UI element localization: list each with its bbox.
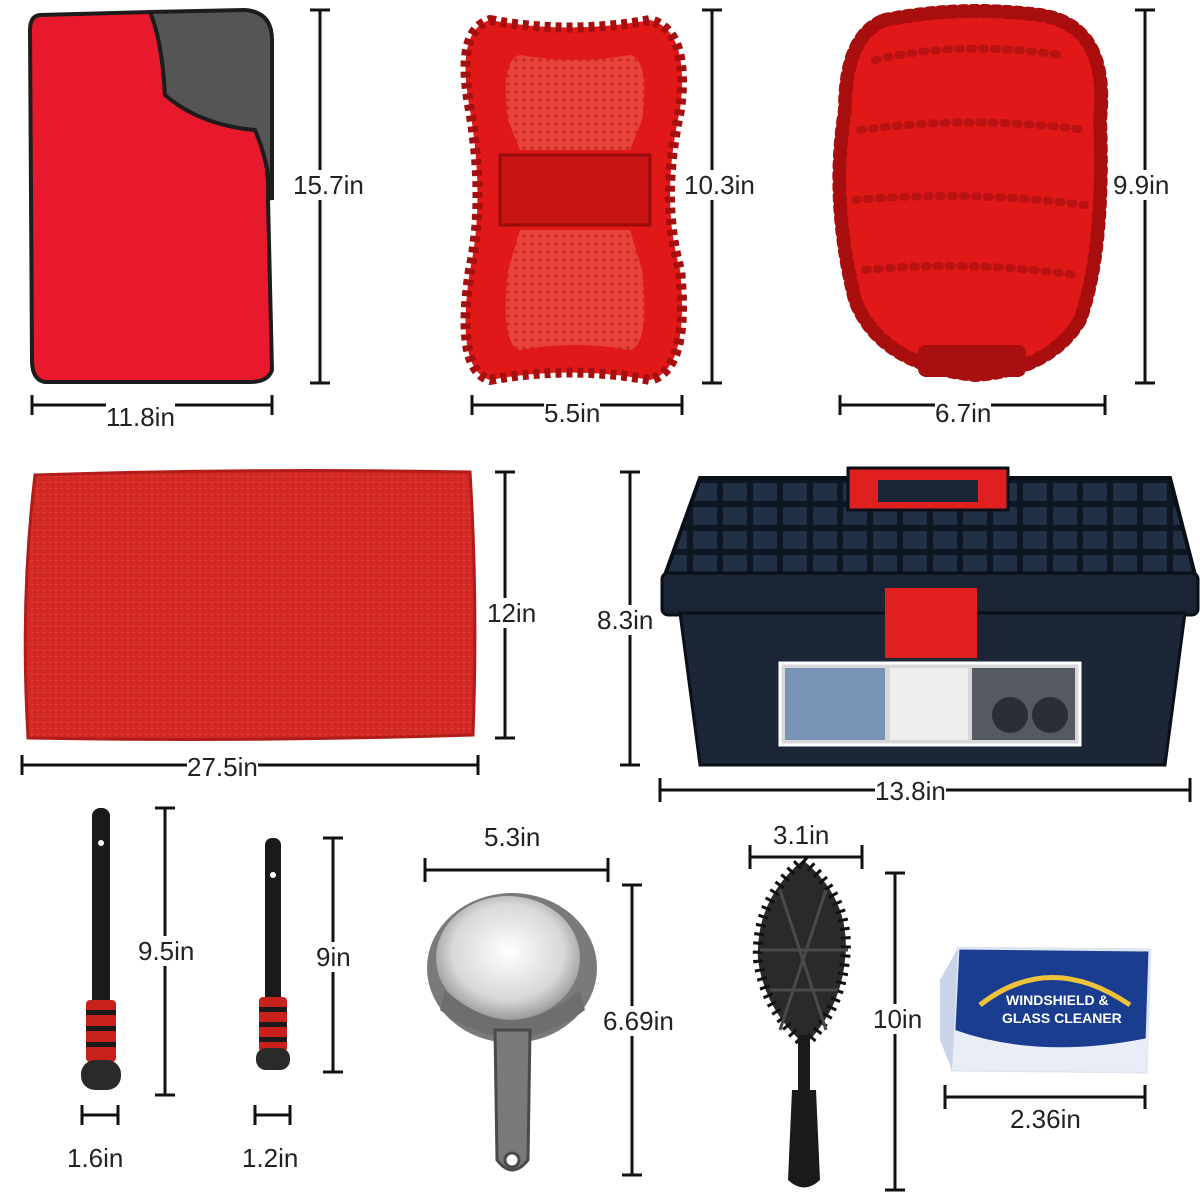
sponge-height-label: 10.3in — [684, 170, 755, 200]
wheel-brush-width-label: 3.1in — [773, 820, 830, 850]
detail-brush-large — [81, 808, 121, 1090]
packet-text-line1: WINDSHIELD & — [1006, 992, 1109, 1008]
packet-width-label: 2.36in — [1010, 1104, 1081, 1134]
box-height-label: 8.3in — [597, 605, 654, 635]
wash-mitt — [832, 4, 1109, 383]
storage-box — [660, 466, 1200, 767]
microfiber-towel-width-label: 27.5in — [187, 752, 258, 782]
tire-brush — [427, 893, 597, 1172]
packet-text-line2: GLASS CLEANER — [1002, 1010, 1122, 1026]
tire-brush-width-label: 5.3in — [484, 822, 541, 852]
detail-brush-small-width-label: 1.2in — [242, 1143, 299, 1173]
wheel-brush-height-label: 10in — [873, 1004, 923, 1034]
drying-towel — [27, 7, 275, 384]
microfiber-towel-height-label: 12in — [487, 598, 537, 628]
sponge-width-label: 5.5in — [544, 398, 601, 428]
chenille-sponge — [460, 14, 687, 386]
detail-brush-large-height-label: 9.5in — [138, 936, 195, 966]
drying-towel-width-label: 11.8in — [106, 402, 175, 432]
tire-brush-height-label: 6.69in — [603, 1006, 674, 1036]
drying-towel-height-label: 15.7in — [293, 170, 364, 200]
detail-brush-small-height-label: 9in — [316, 942, 351, 972]
mitt-width-label: 6.7in — [935, 398, 992, 428]
box-width-label: 13.8in — [875, 776, 946, 806]
wheel-brush — [752, 853, 851, 1188]
detail-brush-large-width-label: 1.6in — [67, 1143, 124, 1173]
microfiber-towel — [23, 469, 477, 741]
mitt-height-label: 9.9in — [1113, 170, 1170, 200]
glass-cleaner-packet — [940, 946, 1152, 1074]
detail-brush-small — [256, 838, 290, 1070]
